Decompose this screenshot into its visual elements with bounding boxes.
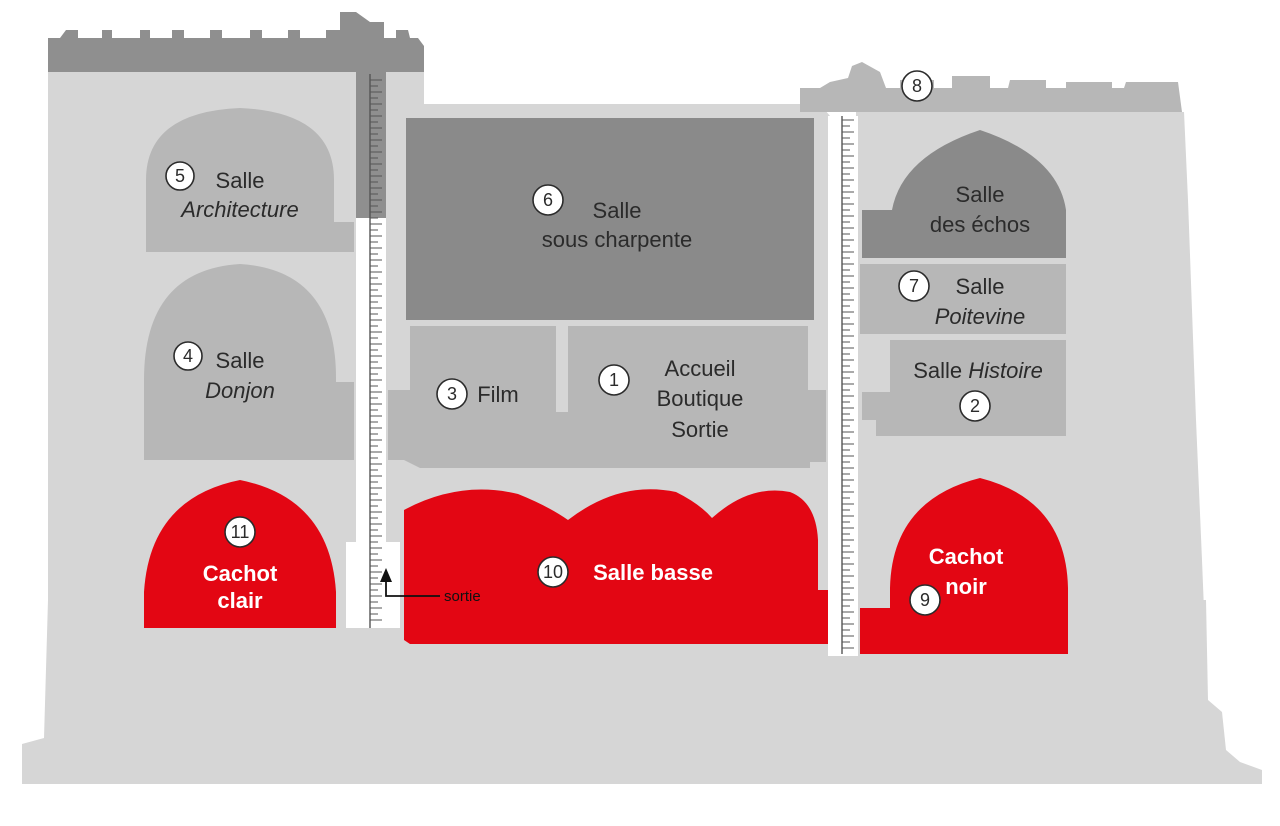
- room-5-number-badge: [165, 161, 195, 191]
- room-echos-line2: des échos: [930, 212, 1030, 237]
- room-2-title: Salle Histoire: [913, 358, 1043, 383]
- room-11-label: 11 Cachot clair: [203, 516, 278, 613]
- room-5-number: 5: [175, 166, 185, 186]
- right-stair-steps: [842, 119, 854, 649]
- room-6-line1: Salle: [593, 198, 642, 223]
- room-9-cachot-noir[interactable]: [860, 478, 1068, 654]
- room-1-line1: Accueil: [665, 356, 736, 381]
- room-11-line2: clair: [217, 588, 263, 613]
- left-stair-exit-landing: [346, 542, 400, 628]
- exit-indicator[interactable]: sortie: [380, 568, 481, 605]
- room-9-line2: noir: [945, 574, 987, 599]
- room-2-name: Salle: [913, 358, 968, 383]
- room-1-line3: Sortie: [671, 417, 728, 442]
- room-9-number-badge: [909, 584, 941, 616]
- room-2-name-italic: Histoire: [968, 358, 1043, 383]
- room-6-line2: sous charpente: [542, 227, 692, 252]
- room-8-label[interactable]: 8: [901, 70, 933, 102]
- room-1-line2: Boutique: [657, 386, 744, 411]
- room-11-line1: Cachot: [203, 561, 278, 586]
- room-9-number: 9: [920, 590, 930, 610]
- room-4-number: 4: [183, 346, 193, 366]
- room-2-label: Salle Histoire 2: [913, 358, 1043, 422]
- room-9-line1: Cachot: [929, 544, 1004, 569]
- room-4-line2: Donjon: [205, 378, 275, 403]
- left-stair-steps: [370, 79, 382, 621]
- room-7-line1: Salle: [956, 274, 1005, 299]
- room-5-line1: Salle: [216, 168, 265, 193]
- room-6-number: 6: [543, 190, 553, 210]
- room-4-donjon[interactable]: [144, 264, 354, 460]
- left-tower-battlements: [48, 12, 424, 72]
- room-3-name: Film: [477, 382, 519, 407]
- left-staircase: [346, 72, 400, 628]
- room-7-number-badge: [898, 270, 930, 302]
- exit-label: sortie: [444, 588, 481, 605]
- room-4-label: 4 Salle Donjon: [173, 341, 275, 403]
- room-7-line2: Poitevine: [935, 304, 1026, 329]
- room-3-number: 3: [447, 384, 457, 404]
- room-11-number-badge: [224, 516, 256, 548]
- room-8-number: 8: [912, 76, 922, 96]
- room-3-film[interactable]: [388, 326, 826, 468]
- room-5-architecture[interactable]: [146, 108, 354, 252]
- room-2-histoire[interactable]: [862, 340, 1066, 436]
- room-10-label: 10 Salle basse: [537, 556, 713, 588]
- room-7-number: 7: [909, 276, 919, 296]
- exit-arrow: [385, 578, 440, 597]
- room-10-number: 10: [543, 562, 563, 582]
- exit-arrow-head: [380, 568, 392, 582]
- room-2-number-badge: [959, 390, 991, 422]
- room-3-number-badge: [436, 378, 468, 410]
- right-staircase: [828, 116, 858, 656]
- room-1-number-badge: [598, 364, 630, 396]
- room-9-label: Cachot noir 9: [909, 544, 1004, 616]
- left-stair-upper: [356, 72, 386, 218]
- room-8-number-badge: [901, 70, 933, 102]
- room-3-label: 3 Film: [436, 378, 519, 410]
- room-4-number-badge: [173, 341, 203, 371]
- room-salle-des-echos[interactable]: [862, 130, 1066, 258]
- room-2-number: 2: [970, 396, 980, 416]
- room-1-number: 1: [609, 370, 619, 390]
- room-10-number-badge: [537, 556, 569, 588]
- room-6-number-badge: [532, 184, 564, 216]
- room-echos-line1: Salle: [956, 182, 1005, 207]
- right-stair-shaft: [828, 116, 858, 656]
- room-6-sous-charpente[interactable]: [406, 118, 814, 320]
- room-7-label: 7 Salle Poitevine: [898, 270, 1026, 329]
- room-10-name: Salle basse: [593, 560, 713, 585]
- room-7-poitevine[interactable]: [860, 264, 1066, 334]
- room-4-line1: Salle: [216, 348, 265, 373]
- room-11-number: 11: [231, 522, 250, 542]
- room-5-line2: Architecture: [179, 197, 298, 222]
- room-echos-label: Salle des échos: [930, 182, 1030, 237]
- room-11-cachot-clair[interactable]: [144, 480, 336, 628]
- room-6-label: 6 Salle sous charpente: [532, 184, 692, 252]
- room-5-label: 5 Salle Architecture: [165, 161, 299, 222]
- room-1-label: 1 Accueil Boutique Sortie: [598, 356, 744, 442]
- room-10-salle-basse[interactable]: [404, 489, 830, 644]
- right-tower-battlements: [800, 62, 1182, 112]
